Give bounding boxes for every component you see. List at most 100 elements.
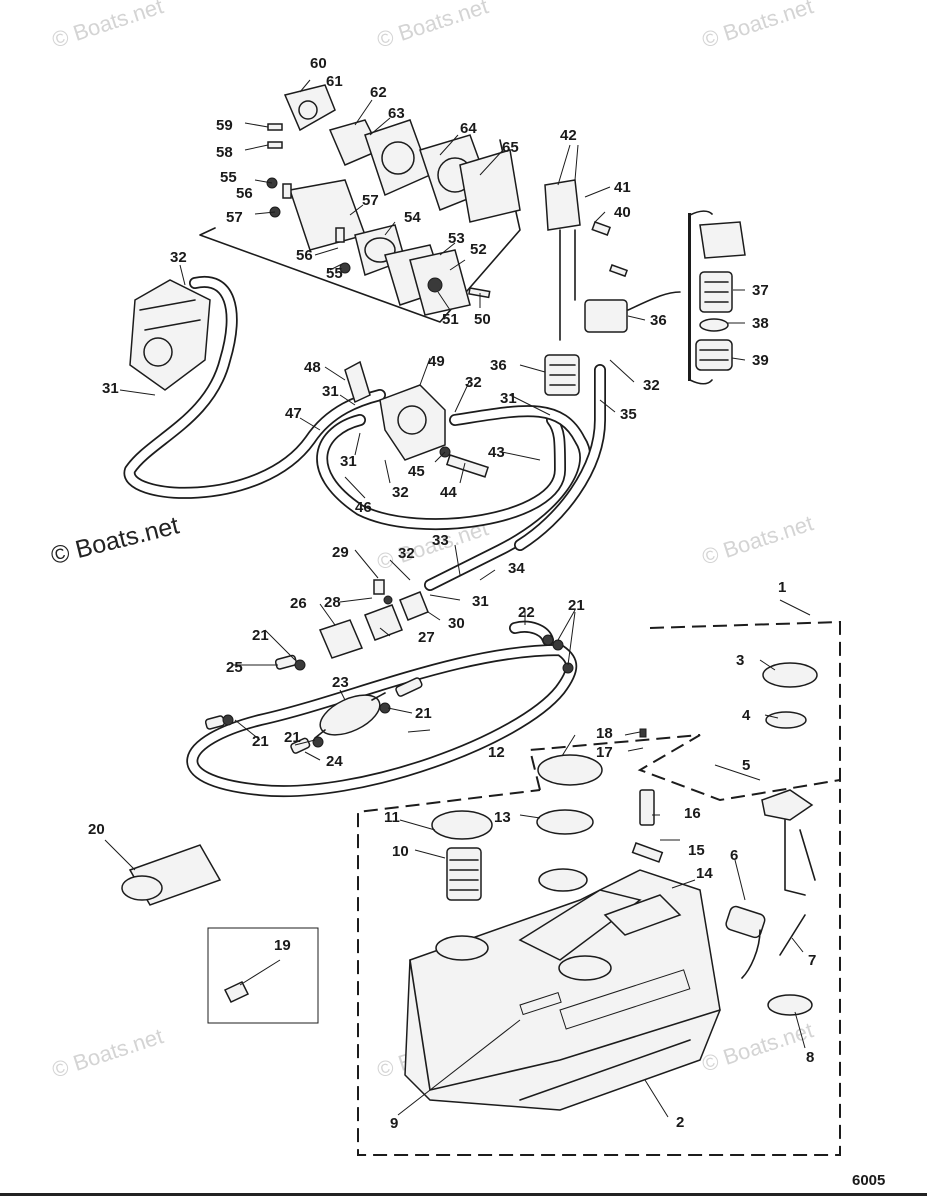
callout-7: 7: [808, 952, 816, 969]
callout-51: 51: [442, 311, 459, 328]
callout-52: 52: [470, 241, 487, 258]
callout-61: 61: [326, 73, 343, 90]
callout-50: 50: [474, 311, 491, 328]
callout-33: 33: [432, 532, 449, 549]
callout-65: 65: [502, 139, 519, 156]
callout-32b: 32: [170, 249, 187, 266]
callout-28: 28: [324, 594, 341, 611]
callout-31b: 31: [102, 380, 119, 397]
callout-26: 26: [290, 595, 307, 612]
primer-bulb: [204, 654, 423, 754]
callout-37: 37: [752, 282, 769, 299]
callout-8: 8: [806, 1049, 814, 1066]
callout-13: 13: [494, 809, 511, 826]
fuel-hoses: [123, 275, 606, 798]
callout-49: 49: [428, 353, 445, 370]
watermark: © Boats.net: [49, 0, 166, 53]
callout-40: 40: [614, 204, 631, 221]
callout-labels: 1 2 3 4 5 6 7 8 9 10 11 12 13 14 15 16 1…: [88, 55, 885, 1189]
callout-21b: 21: [252, 627, 269, 644]
callout-20: 20: [88, 821, 105, 838]
callout-35: 35: [620, 406, 637, 423]
callout-25: 25: [226, 659, 243, 676]
callout-5: 5: [742, 757, 750, 774]
callout-47: 47: [285, 405, 302, 422]
filter-inset: [695, 221, 746, 371]
callout-1: 1: [778, 579, 786, 596]
callout-31c: 31: [322, 383, 339, 400]
callout-22: 22: [518, 604, 535, 621]
callout-38: 38: [752, 315, 769, 332]
callout-32c: 32: [465, 374, 482, 391]
fuel-filter-36: [544, 179, 681, 396]
callout-27: 27: [418, 629, 435, 646]
fuel-tank: [404, 868, 721, 1111]
callout-56b: 56: [296, 247, 313, 264]
group-outlines: [199, 139, 841, 1156]
callout-32d: 32: [392, 484, 409, 501]
callout-57b: 57: [362, 192, 379, 209]
callout-14: 14: [696, 865, 713, 882]
tank-accessories: [121, 844, 250, 1003]
callout-23: 23: [332, 674, 349, 691]
callout-44: 44: [440, 484, 457, 501]
callout-3: 3: [736, 652, 744, 669]
callout-32a: 32: [398, 545, 415, 562]
callout-21e: 21: [415, 705, 432, 722]
fuel-pump-49: [344, 360, 489, 478]
callout-9: 9: [390, 1115, 398, 1132]
callout-31d: 31: [340, 453, 357, 470]
callout-41: 41: [614, 179, 631, 196]
leader-lines: [104, 79, 806, 1118]
callout-36b: 36: [650, 312, 667, 329]
bottom-divider: [0, 1193, 927, 1196]
callout-46: 46: [355, 499, 372, 516]
carburetor-housing: [129, 279, 211, 391]
callout-16: 16: [684, 805, 701, 822]
callout-48: 48: [304, 359, 321, 376]
callout-15: 15: [688, 842, 705, 859]
callout-43: 43: [488, 444, 505, 461]
callout-21d: 21: [284, 729, 301, 746]
callout-10: 10: [392, 843, 409, 860]
callout-60: 60: [310, 55, 327, 72]
callout-18: 18: [596, 725, 613, 742]
callout-6: 6: [730, 847, 738, 864]
callout-57a: 57: [226, 209, 243, 226]
callout-21a: 21: [568, 597, 585, 614]
tank-caps: [431, 662, 818, 1016]
callout-34: 34: [508, 560, 525, 577]
callout-36a: 36: [490, 357, 507, 374]
watermark: © Boats.net: [374, 0, 491, 53]
callout-32e: 32: [643, 377, 660, 394]
callout-31a: 31: [472, 593, 489, 610]
callout-24: 24: [326, 753, 343, 770]
callout-29: 29: [332, 544, 349, 561]
figure-id: 6005: [852, 1172, 885, 1189]
callout-58: 58: [216, 144, 233, 161]
callout-17: 17: [596, 744, 613, 761]
callout-62: 62: [370, 84, 387, 101]
hose-clamps: [222, 634, 574, 748]
callout-45: 45: [408, 463, 425, 480]
callout-54: 54: [404, 209, 421, 226]
callout-64: 64: [460, 120, 477, 137]
callout-42: 42: [560, 127, 577, 144]
callout-31e: 31: [500, 390, 517, 407]
callout-4: 4: [742, 707, 751, 724]
callout-39: 39: [752, 352, 769, 369]
watermark: © Boats.net: [699, 0, 816, 53]
callout-55a: 55: [220, 169, 237, 186]
callout-19: 19: [274, 937, 291, 954]
callout-55b: 55: [326, 265, 343, 282]
callout-56a: 56: [236, 185, 253, 202]
callout-53: 53: [448, 230, 465, 247]
watermark: © Boats.net: [49, 1023, 166, 1082]
callout-63: 63: [388, 105, 405, 122]
connector-fittings: [318, 579, 429, 659]
callout-2: 2: [676, 1114, 684, 1131]
watermark: © Boats.net: [699, 510, 816, 569]
callout-12: 12: [488, 744, 505, 761]
callout-59: 59: [216, 117, 233, 134]
